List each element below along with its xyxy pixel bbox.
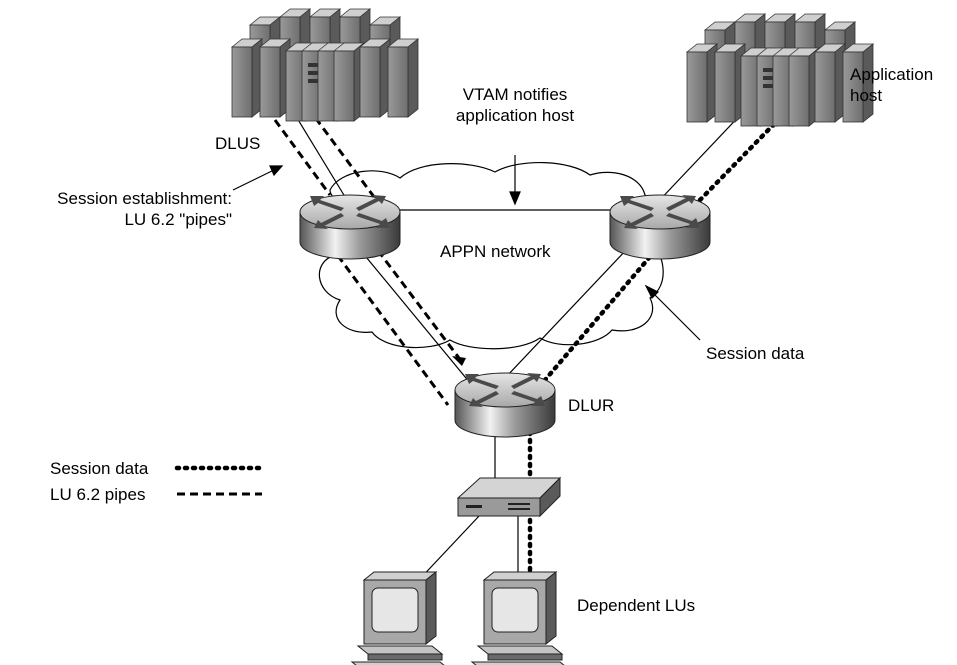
mainframe-icon bbox=[232, 9, 418, 121]
appn-network-label: APPN network bbox=[440, 242, 551, 261]
arrowhead bbox=[452, 356, 466, 366]
router-icon bbox=[609, 194, 711, 260]
dependent-lus-label: Dependent LUs bbox=[577, 596, 696, 615]
mainframe-icon bbox=[687, 14, 873, 126]
session-establishment-label: Session establishment: LU 6.2 "pipes" bbox=[57, 189, 232, 229]
terminal-icon bbox=[351, 571, 451, 665]
legend-session-data-label: Session data bbox=[50, 459, 149, 478]
dlur-label: DLUR bbox=[568, 396, 615, 415]
terminal-icon bbox=[471, 571, 571, 665]
session-data-callout-label: Session data bbox=[706, 344, 805, 363]
application-host-label: Application host bbox=[850, 65, 934, 105]
switch-icon bbox=[456, 476, 562, 518]
router-icon bbox=[454, 372, 556, 438]
callout-arrows bbox=[232, 155, 701, 341]
dlus-label: DLUS bbox=[215, 134, 261, 153]
solid-links bbox=[282, 94, 746, 601]
legend-lu62-pipes-label: LU 6.2 pipes bbox=[50, 485, 146, 504]
vtam-notifies-label: VTAM notifies application host bbox=[455, 85, 575, 125]
lu62-pipes bbox=[273, 96, 464, 406]
router-icon bbox=[299, 194, 401, 260]
